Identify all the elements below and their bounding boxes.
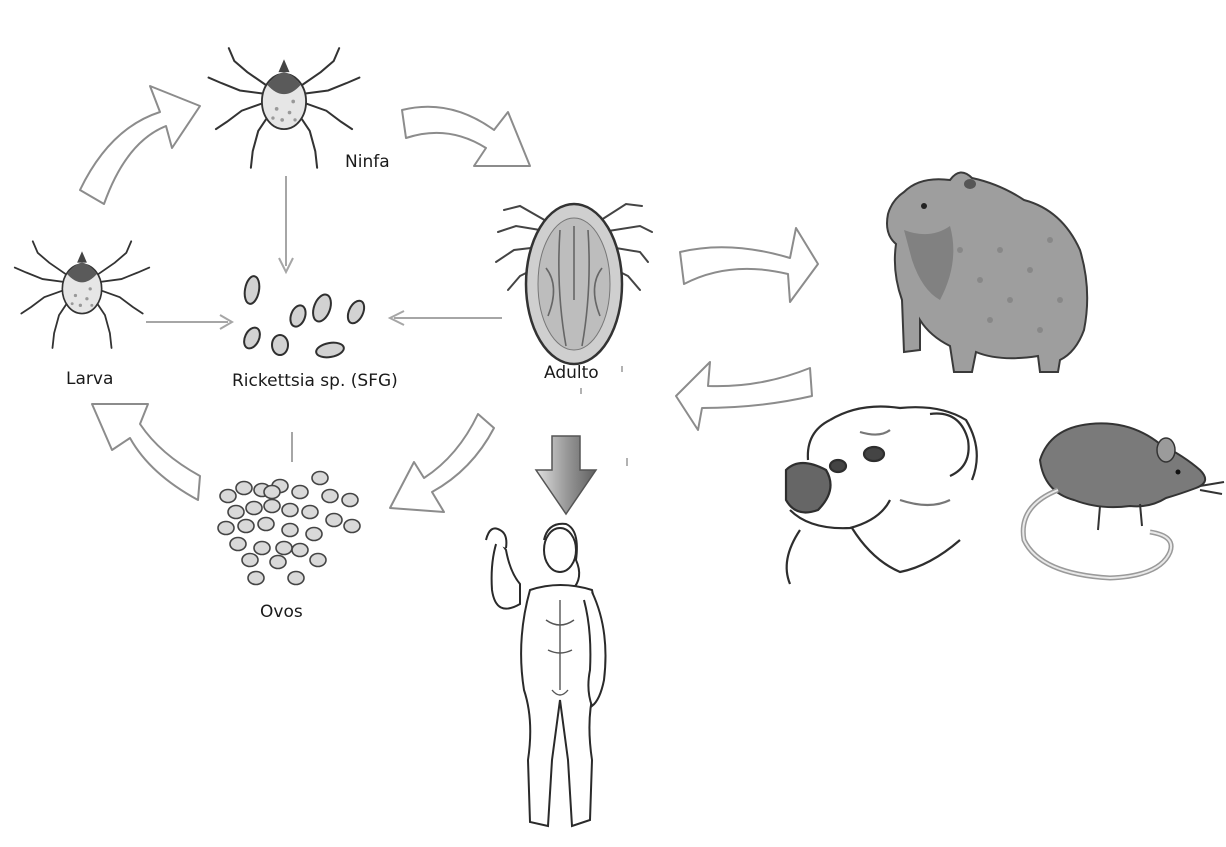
tick-nymph-icon bbox=[209, 48, 360, 168]
tick-adult-icon bbox=[496, 204, 652, 364]
arrow-hosts-to-adulto bbox=[676, 362, 812, 430]
tick-larva-icon bbox=[15, 241, 149, 348]
arrow-adulto-to-human bbox=[536, 436, 596, 514]
cycle-arrow-ovos-to-larva bbox=[92, 404, 200, 500]
label-rickettsia: Rickettsia sp. (SFG) bbox=[232, 371, 398, 391]
cycle-arrow-adulto-to-ovos bbox=[390, 414, 494, 512]
label-adulto: Adulto bbox=[544, 363, 599, 383]
rickettsia-bacteria-icon bbox=[241, 275, 367, 359]
arrow-adulto-to-hosts bbox=[680, 228, 818, 302]
rat-icon bbox=[1023, 423, 1224, 578]
human-icon bbox=[486, 524, 606, 826]
eggs-icon bbox=[218, 472, 360, 585]
label-ovos: Ovos bbox=[260, 602, 303, 622]
capybara-icon bbox=[887, 172, 1087, 372]
cycle-arrow-larva-to-ninfa bbox=[80, 86, 200, 204]
cycle-arrow-ninfa-to-adulto bbox=[402, 107, 530, 166]
dog-icon bbox=[786, 407, 977, 585]
label-larva: Larva bbox=[66, 369, 113, 389]
label-ninfa: Ninfa bbox=[345, 152, 390, 172]
